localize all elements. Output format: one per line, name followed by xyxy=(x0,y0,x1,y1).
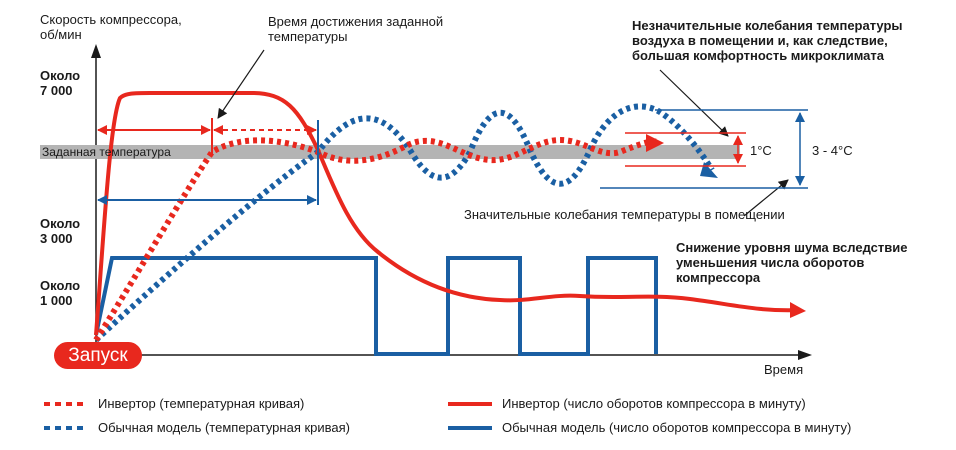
inverter-speed-curve xyxy=(94,91,801,336)
legend-inverter-temperature: Инвертор (температурная кривая) xyxy=(44,396,304,411)
inverter-speed-arrowhead xyxy=(790,302,806,318)
legend-conventional-temperature: Обычная модель (температурная кривая) xyxy=(44,420,350,435)
y-axis-title: Скорость компрессора,об/мин xyxy=(40,12,182,42)
delta-small-label: 1°C xyxy=(750,143,772,158)
legend-conventional-speed: Обычная модель (число оборотов компрессо… xyxy=(448,420,851,435)
legend-swatch-blue-dotted xyxy=(44,425,88,430)
conventional-temperature-curve xyxy=(93,103,715,343)
start-badge: Запуск xyxy=(54,342,142,369)
time-annotation-leader xyxy=(217,49,265,119)
small-fluct-leader xyxy=(659,69,729,137)
inverter-temperature-arrowhead xyxy=(646,134,664,152)
x-axis-title: Время xyxy=(764,362,804,377)
inverter-temperature-curve xyxy=(93,136,661,342)
legend-swatch-red-dotted xyxy=(44,401,88,406)
delta-large-label: 3 - 4°C xyxy=(812,143,853,158)
large-fluct-leader xyxy=(743,179,789,217)
legend-swatch-blue-solid xyxy=(448,425,492,430)
x-axis-arrowhead xyxy=(798,350,812,360)
y-axis-arrowhead xyxy=(91,44,101,58)
legend-inverter-speed: Инвертор (число оборотов компрессора в м… xyxy=(448,396,806,411)
target-band-label: Заданная температура xyxy=(42,145,171,159)
legend-swatch-red-solid xyxy=(448,401,492,406)
conventional-speed-curve xyxy=(94,256,658,356)
large-fluctuation-annotation: Значительные колебания температуры в пом… xyxy=(464,207,785,222)
